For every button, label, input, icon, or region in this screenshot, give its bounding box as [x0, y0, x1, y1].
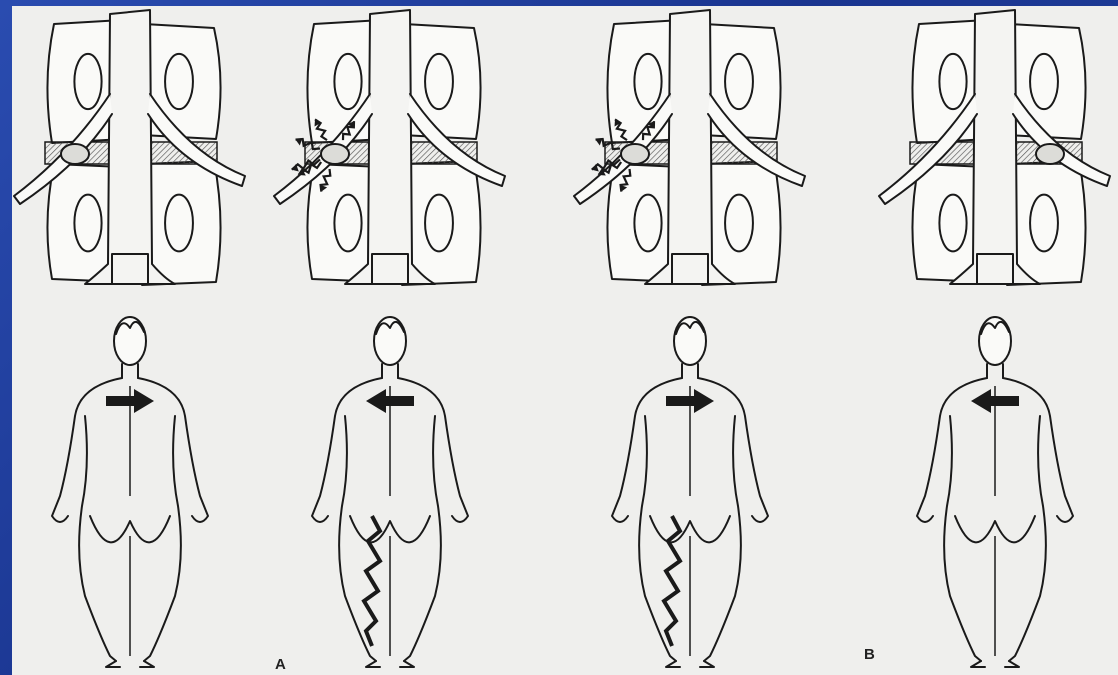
figure-label-a: A	[275, 656, 286, 673]
feet	[366, 661, 414, 667]
vertebra-foramen	[425, 195, 453, 252]
left-flank	[944, 416, 981, 661]
vertebra-foramen	[425, 54, 453, 109]
vertebra-foramen	[165, 195, 193, 252]
vertebra-foramen	[334, 195, 361, 252]
vertebra-foramen	[634, 54, 661, 109]
figure-label-b: B	[864, 646, 875, 663]
feet	[666, 661, 714, 667]
right-flank	[1009, 416, 1046, 661]
vertebra-foramen	[725, 195, 753, 252]
head	[979, 317, 1011, 365]
vertebra-foramen	[725, 54, 753, 109]
vertebra-foramen	[1030, 54, 1058, 109]
vertebra-foramen	[334, 54, 361, 109]
cord-base	[112, 254, 148, 284]
right-flank	[704, 416, 741, 661]
cord-base	[977, 254, 1013, 284]
vertebra-foramen	[939, 195, 966, 252]
vertebra-foramen	[634, 195, 661, 252]
leg-pain-bolt	[364, 516, 380, 646]
neck	[682, 364, 698, 378]
vertebra-foramen	[1030, 195, 1058, 252]
right-flank	[404, 416, 441, 661]
right-flank	[144, 416, 181, 661]
disc-herniation	[621, 144, 649, 164]
vertebra-foramen	[74, 54, 101, 109]
vertebra-foramen	[74, 195, 101, 252]
body-figure-1	[52, 317, 208, 667]
body-figure-2	[312, 317, 468, 667]
left-flank	[79, 416, 116, 661]
body-figure-4	[917, 317, 1073, 667]
cord-base	[372, 254, 408, 284]
disc-herniation	[61, 144, 89, 164]
body-figure-3	[612, 317, 768, 667]
vertebra-foramen	[939, 54, 966, 109]
feet	[971, 661, 1019, 667]
spine-and-body-diagram	[12, 6, 1118, 675]
head	[114, 317, 146, 365]
disc-herniation	[321, 144, 349, 164]
spine-segment-2	[274, 10, 505, 285]
cord-base	[672, 254, 708, 284]
neck	[122, 364, 138, 378]
neck	[382, 364, 398, 378]
neck	[987, 364, 1003, 378]
leg-pain-bolt	[664, 516, 680, 646]
spine-segment-3	[574, 10, 805, 285]
feet	[106, 661, 154, 667]
illustration-panel: A B	[12, 6, 1118, 675]
disc-herniation	[1036, 144, 1064, 164]
head	[374, 317, 406, 365]
head	[674, 317, 706, 365]
vertebra-foramen	[165, 54, 193, 109]
spine-segment-4	[879, 10, 1110, 285]
spine-segment-1	[14, 10, 245, 285]
